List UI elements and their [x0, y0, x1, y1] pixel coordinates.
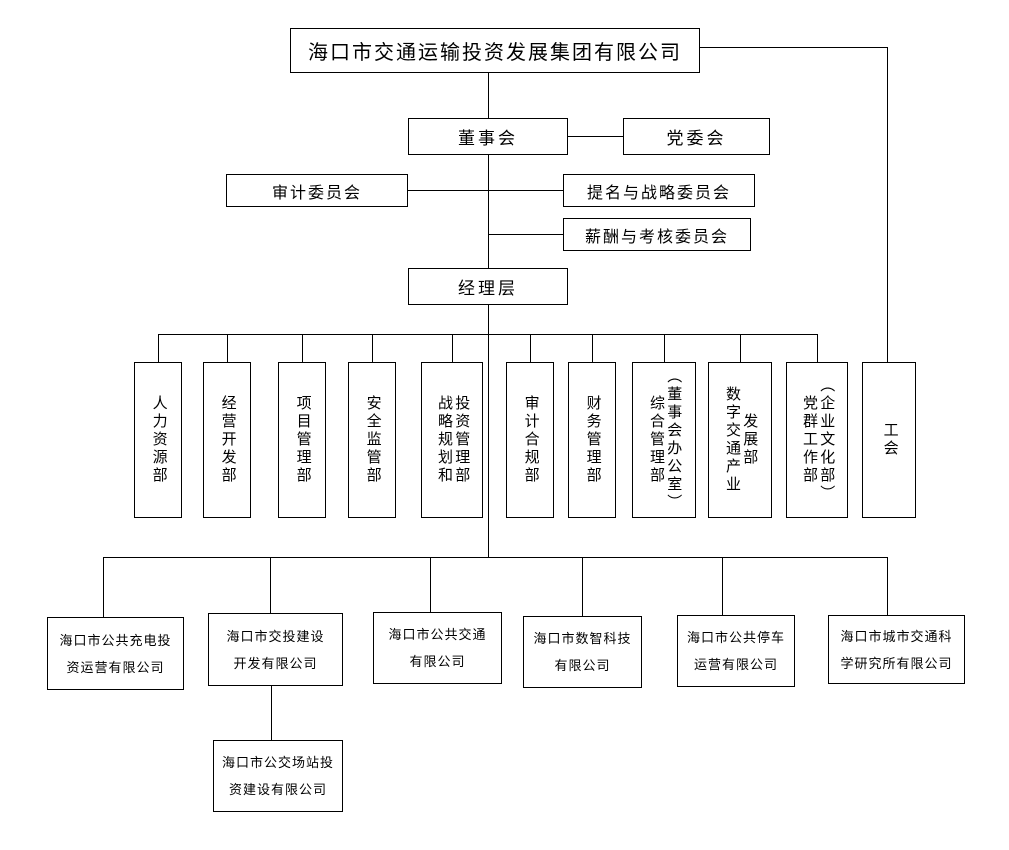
dept-label: 党群工作部 — [801, 395, 817, 485]
connector-line — [452, 334, 453, 362]
connector-line — [372, 334, 373, 362]
compensation-assessment-committee-box: 薪酬与考核委员会 — [563, 218, 751, 251]
dept-label: 战略规划和 — [436, 395, 452, 485]
party-committee-box: 党委会 — [623, 118, 770, 155]
dept-box-business-development: 经营开发部 — [203, 362, 251, 518]
dept-label: 数字交通产业 — [724, 386, 740, 494]
connector-line — [158, 334, 817, 335]
subsidiary-label: 海口市公共停车 — [686, 630, 785, 645]
dept-label: 综合管理部 — [648, 395, 664, 485]
dept-label: 财务管理部 — [584, 395, 601, 485]
connector-line — [488, 73, 489, 118]
subsidiary-label: 海口市城市交通科 — [840, 628, 953, 644]
subsidiary-box-public-transport: 海口市公共交通 有限公司 — [373, 612, 502, 684]
dept-box-labor-union: 工会 — [862, 362, 916, 518]
subsidiary-label: 有限公司 — [409, 654, 466, 669]
subsidiary-label: 海口市数智科技 — [533, 631, 632, 646]
connector-line — [530, 334, 531, 362]
connector-line — [488, 190, 563, 191]
dept-box-digital-transport-industry: 数字交通产业 发展部 — [708, 362, 772, 518]
sub-subsidiary-label: 资建设有限公司 — [228, 782, 327, 797]
sub-subsidiary-label: 海口市公交场站投 — [221, 755, 334, 770]
subsidiary-box-jiaotou-construction: 海口市交投建设 开发有限公司 — [208, 613, 343, 686]
dept-box-finance: 财务管理部 — [568, 362, 616, 518]
connector-line — [887, 557, 888, 615]
connector-line — [488, 155, 489, 268]
connector-line — [592, 334, 593, 362]
party-committee-label: 党委会 — [666, 129, 727, 148]
dept-box-general-management: 综合管理部 （董事会办公室） — [632, 362, 696, 518]
subsidiary-label: 海口市公共充电投 — [59, 632, 172, 648]
subsidiary-box-digital-tech: 海口市数智科技 有限公司 — [523, 616, 642, 688]
dept-box-hr: 人力资源部 — [134, 362, 182, 518]
connector-line — [227, 334, 228, 362]
board-label: 董事会 — [458, 129, 518, 148]
subsidiary-box-public-charging: 海口市公共充电投 资运营有限公司 — [47, 617, 184, 690]
audit-committee-box: 审计委员会 — [226, 174, 408, 207]
subsidiary-label: 有限公司 — [554, 658, 611, 673]
dept-label: 安全监管部 — [364, 395, 381, 485]
audit-committee-label: 审计委员会 — [271, 184, 362, 202]
dept-label: 投资管理部 — [453, 395, 470, 485]
org-root-box: 海口市交通运输投资发展集团有限公司 — [290, 28, 700, 73]
board-box: 董事会 — [408, 118, 568, 155]
connector-line — [430, 557, 431, 612]
compensation-assessment-committee-label: 薪酬与考核委员会 — [584, 228, 729, 246]
subsidiary-label: 海口市公共交通 — [388, 627, 487, 642]
connector-line — [664, 334, 665, 362]
connector-line — [488, 234, 563, 235]
dept-label: （董事会办公室） — [665, 368, 682, 512]
dept-label: 经营开发部 — [219, 395, 236, 485]
connector-line — [582, 557, 583, 616]
connector-line — [740, 334, 741, 362]
subsidiary-label: 海口市交投建设 — [226, 628, 325, 644]
connector-line — [302, 334, 303, 362]
connector-line — [408, 190, 488, 191]
connector-line — [270, 557, 271, 613]
subsidiary-label: 运营有限公司 — [693, 657, 778, 672]
dept-label: 审计合规部 — [522, 395, 539, 485]
connector-line — [568, 136, 623, 137]
subsidiary-box-transport-research: 海口市城市交通科 学研究所有限公司 — [828, 615, 965, 684]
dept-box-project-management: 项目管理部 — [278, 362, 326, 518]
connector-line — [103, 557, 888, 558]
org-root-label: 海口市交通运输投资发展集团有限公司 — [308, 42, 682, 64]
dept-box-party-mass-work: 党群工作部 （企业文化部） — [786, 362, 848, 518]
dept-label: 发展部 — [741, 413, 758, 467]
management-box: 经理层 — [408, 268, 568, 305]
subsidiary-box-public-parking: 海口市公共停车 运营有限公司 — [677, 615, 795, 687]
dept-box-audit-compliance: 审计合规部 — [506, 362, 554, 518]
connector-line — [700, 47, 887, 48]
connector-line — [158, 334, 159, 362]
sub-subsidiary-box-bus-station: 海口市公交场站投 资建设有限公司 — [213, 740, 343, 812]
dept-label: 工会 — [881, 422, 898, 458]
connector-line — [722, 557, 723, 615]
management-label: 经理层 — [458, 279, 518, 298]
dept-box-strategy-investment: 战略规划和 投资管理部 — [421, 362, 483, 518]
nomination-strategy-committee-box: 提名与战略委员会 — [563, 174, 755, 207]
subsidiary-label: 资运营有限公司 — [66, 659, 165, 675]
connector-line — [887, 47, 888, 362]
connector-line — [103, 557, 104, 617]
nomination-strategy-committee-label: 提名与战略委员会 — [586, 184, 731, 202]
subsidiary-label: 学研究所有限公司 — [840, 655, 953, 671]
connector-line — [271, 686, 272, 740]
connector-line — [488, 305, 489, 557]
dept-label: （企业文化部） — [818, 377, 835, 503]
connector-line — [817, 334, 818, 362]
dept-label: 项目管理部 — [294, 395, 311, 485]
dept-box-safety-supervision: 安全监管部 — [348, 362, 396, 518]
dept-label: 人力资源部 — [150, 395, 167, 485]
subsidiary-label: 开发有限公司 — [233, 655, 318, 671]
